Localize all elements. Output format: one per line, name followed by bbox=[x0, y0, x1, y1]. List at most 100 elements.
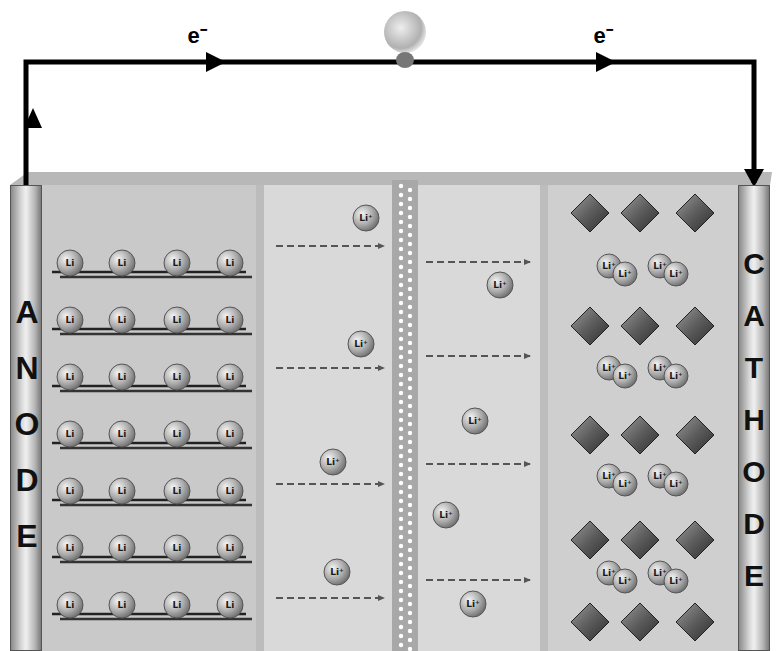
cathode-layer bbox=[545, 185, 738, 651]
pore bbox=[399, 571, 403, 575]
lithium-label: Li⁺ bbox=[618, 577, 632, 586]
pore bbox=[399, 463, 403, 467]
pore bbox=[408, 251, 412, 255]
pore bbox=[408, 503, 412, 507]
pore bbox=[408, 611, 412, 615]
pore bbox=[408, 449, 412, 453]
lithium-ball bbox=[164, 592, 190, 618]
pore bbox=[408, 206, 412, 210]
lithium-ball bbox=[109, 535, 135, 561]
pore bbox=[399, 238, 403, 242]
lithium-label: Li⁺ bbox=[653, 472, 667, 481]
lithium-ball bbox=[613, 262, 637, 286]
pore bbox=[408, 269, 412, 273]
pore bbox=[408, 323, 412, 327]
lithium-ball bbox=[57, 250, 83, 276]
pore bbox=[399, 562, 403, 566]
lattice-ion bbox=[676, 416, 714, 454]
lithium-label: Li bbox=[118, 544, 127, 553]
ion-arrow bbox=[426, 355, 530, 357]
ion-arrow bbox=[426, 261, 530, 263]
graphite-sheet bbox=[52, 385, 246, 388]
pore bbox=[399, 427, 403, 431]
pore bbox=[399, 616, 403, 620]
lattice-ion bbox=[571, 521, 609, 559]
pore bbox=[408, 431, 412, 435]
lattice-ion bbox=[571, 603, 609, 641]
pore bbox=[399, 481, 403, 485]
pore bbox=[408, 215, 412, 219]
pore bbox=[399, 301, 403, 305]
lithium-ball bbox=[217, 364, 243, 390]
pore bbox=[399, 211, 403, 215]
lithium-label: Li⁺ bbox=[330, 568, 344, 577]
lithium-ball bbox=[613, 364, 637, 388]
lithium-label: Li bbox=[226, 316, 235, 325]
pore bbox=[399, 634, 403, 638]
bulb-base bbox=[396, 52, 414, 68]
graphite-sheets bbox=[52, 272, 252, 619]
pore bbox=[408, 485, 412, 489]
lithium-ball bbox=[57, 307, 83, 333]
circuit-wire bbox=[26, 62, 754, 185]
pore bbox=[408, 305, 412, 309]
pore bbox=[408, 359, 412, 363]
pore bbox=[399, 283, 403, 287]
pore bbox=[399, 328, 403, 332]
lithium-ball bbox=[217, 535, 243, 561]
pore bbox=[408, 566, 412, 570]
lithium-label: Li bbox=[118, 259, 127, 268]
pore bbox=[399, 490, 403, 494]
lattice-ion bbox=[676, 521, 714, 559]
lithium-label: Li⁺ bbox=[439, 511, 453, 520]
lithium-ball bbox=[164, 421, 190, 447]
pore bbox=[408, 512, 412, 516]
pore bbox=[399, 310, 403, 314]
lithium-label: Li⁺ bbox=[602, 472, 616, 481]
pore bbox=[408, 341, 412, 345]
pore bbox=[399, 625, 403, 629]
lithium-label: Li bbox=[226, 601, 235, 610]
graphite-sheet bbox=[60, 504, 252, 507]
pore bbox=[408, 602, 412, 606]
lithium-label: Li bbox=[66, 373, 75, 382]
lithium-ball bbox=[217, 478, 243, 504]
graphite-sheet bbox=[60, 618, 252, 621]
lithium-label: Li bbox=[66, 544, 75, 553]
pore bbox=[408, 368, 412, 372]
pore bbox=[408, 242, 412, 246]
housing-top bbox=[10, 172, 772, 185]
lithium-label: Li bbox=[173, 373, 182, 382]
lithium-ball bbox=[164, 307, 190, 333]
pore bbox=[399, 400, 403, 404]
lithium-ball bbox=[57, 592, 83, 618]
pore bbox=[408, 197, 412, 201]
pore bbox=[399, 580, 403, 584]
lithium-label: Li bbox=[173, 316, 182, 325]
lithium-label: Li⁺ bbox=[468, 417, 482, 426]
pore bbox=[399, 229, 403, 233]
lithium-label: Li⁺ bbox=[326, 458, 340, 467]
graphite-sheet bbox=[60, 333, 252, 336]
pore bbox=[399, 508, 403, 512]
pore bbox=[408, 638, 412, 642]
pore bbox=[399, 445, 403, 449]
pore bbox=[408, 584, 412, 588]
lattice-ion bbox=[676, 307, 714, 345]
lithium-ball bbox=[348, 331, 374, 357]
lithium-label: Li bbox=[66, 259, 75, 268]
pore bbox=[399, 364, 403, 368]
pore bbox=[399, 193, 403, 197]
pore bbox=[399, 256, 403, 260]
pore bbox=[399, 607, 403, 611]
current-arrowhead bbox=[206, 52, 226, 72]
layer-edge bbox=[256, 185, 264, 651]
lithium-label: Li⁺ bbox=[669, 480, 683, 489]
lithium-ball bbox=[109, 250, 135, 276]
lattice-ion bbox=[621, 194, 659, 232]
pore bbox=[408, 593, 412, 597]
pore bbox=[399, 202, 403, 206]
lithium-ball bbox=[164, 535, 190, 561]
lithium-ball bbox=[460, 591, 486, 617]
